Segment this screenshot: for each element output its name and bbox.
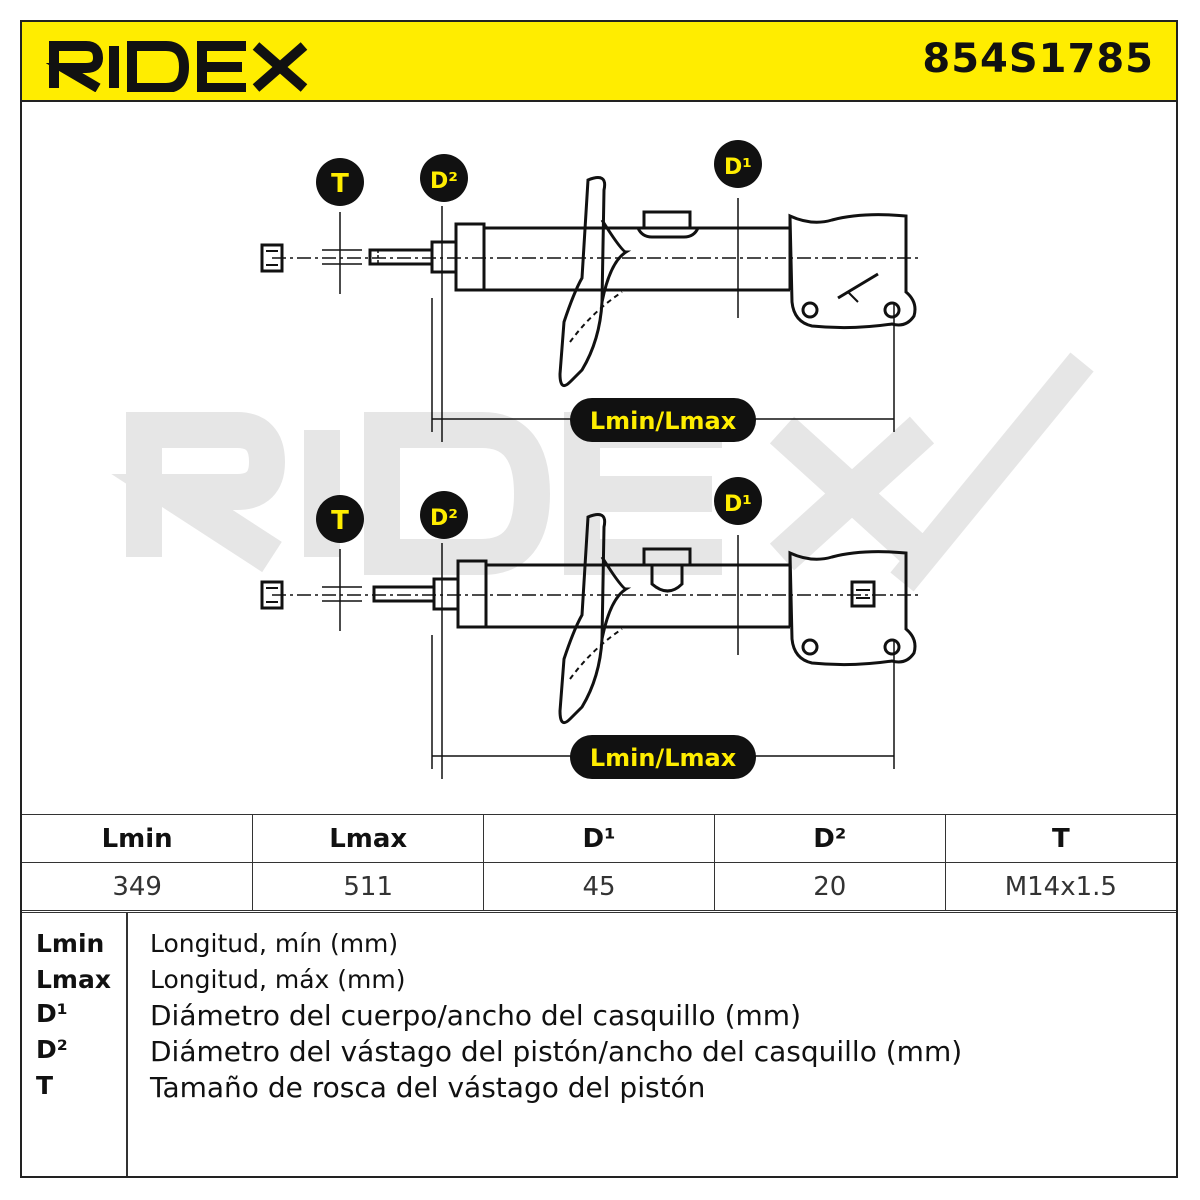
value-d2: 20 [713, 862, 946, 911]
callout-d2-top: D² [420, 154, 468, 202]
callout-length-top: Lmin/Lmax [570, 398, 756, 442]
specs-table: Lmin Lmax D¹ D² T 349 511 45 20 M14x1.5 [22, 814, 1176, 911]
header-d2: D² [713, 814, 946, 863]
callout-t-bottom: T [316, 495, 364, 543]
ridex-watermark [111, 352, 1094, 592]
legend-row: T Tamaño de rosca del vástago del pistón [22, 1071, 1176, 1107]
legend: Lmin Longitud, mín (mm) Lmax Longitud, m… [22, 912, 1176, 1176]
header-lmax: Lmax [252, 814, 485, 863]
specs-header-row: Lmin Lmax D¹ D² T [22, 814, 1176, 863]
svg-text:D²: D² [430, 506, 458, 531]
header-t: T [944, 814, 1176, 863]
legend-key: Lmin [36, 929, 105, 958]
callout-length-bottom: Lmin/Lmax [570, 735, 756, 779]
legend-desc: Tamaño de rosca del vástago del pistón [150, 1071, 706, 1104]
value-d1: 45 [483, 862, 715, 911]
legend-desc: Longitud, mín (mm) [150, 929, 399, 958]
legend-desc: Diámetro del cuerpo/ancho del casquillo … [150, 999, 801, 1032]
legend-row: Lmax Longitud, máx (mm) [22, 965, 1176, 1001]
header-d1: D¹ [483, 814, 715, 863]
technical-drawing: T D² D¹ Lmin/Lmax [111, 140, 1094, 779]
value-t: M14x1.5 [944, 862, 1176, 911]
dimension-lines-bottom [322, 535, 895, 779]
callout-d1-top: D¹ [714, 140, 762, 188]
legend-key: D¹ [36, 999, 68, 1028]
legend-key: Lmax [36, 965, 111, 994]
legend-key: T [36, 1071, 54, 1100]
legend-row: D² Diámetro del vástago del pistón/ancho… [22, 1035, 1176, 1071]
specs-value-row: 349 511 45 20 M14x1.5 [22, 862, 1176, 911]
strut-drawing-top [260, 176, 917, 388]
svg-text:Lmin/Lmax: Lmin/Lmax [590, 744, 737, 772]
legend-desc: Diámetro del vástago del pistón/ancho de… [150, 1035, 963, 1068]
svg-text:T: T [331, 169, 349, 199]
part-number: 854S1785 [922, 36, 1154, 82]
svg-text:D²: D² [430, 169, 458, 194]
ridex-logo [46, 41, 308, 92]
legend-divider [126, 913, 128, 1176]
svg-text:Lmin/Lmax: Lmin/Lmax [590, 407, 737, 435]
callout-d2-bottom: D² [420, 491, 468, 539]
legend-desc: Longitud, máx (mm) [150, 965, 406, 994]
legend-row: Lmin Longitud, mín (mm) [22, 929, 1176, 965]
callout-t-top: T [316, 158, 364, 206]
value-lmin: 349 [22, 862, 254, 911]
svg-text:T: T [331, 506, 349, 536]
header-lmin: Lmin [22, 814, 254, 863]
legend-key: D² [36, 1035, 68, 1064]
legend-row: D¹ Diámetro del cuerpo/ancho del casquil… [22, 999, 1176, 1035]
strut-drawing-bottom [260, 513, 917, 725]
svg-text:D¹: D¹ [724, 155, 752, 180]
value-lmax: 511 [252, 862, 485, 911]
svg-text:D¹: D¹ [724, 492, 752, 517]
callout-d1-bottom: D¹ [714, 477, 762, 525]
header-bar: 854S1785 [22, 22, 1176, 102]
datasheet-frame: 854S1785 [20, 20, 1178, 1178]
